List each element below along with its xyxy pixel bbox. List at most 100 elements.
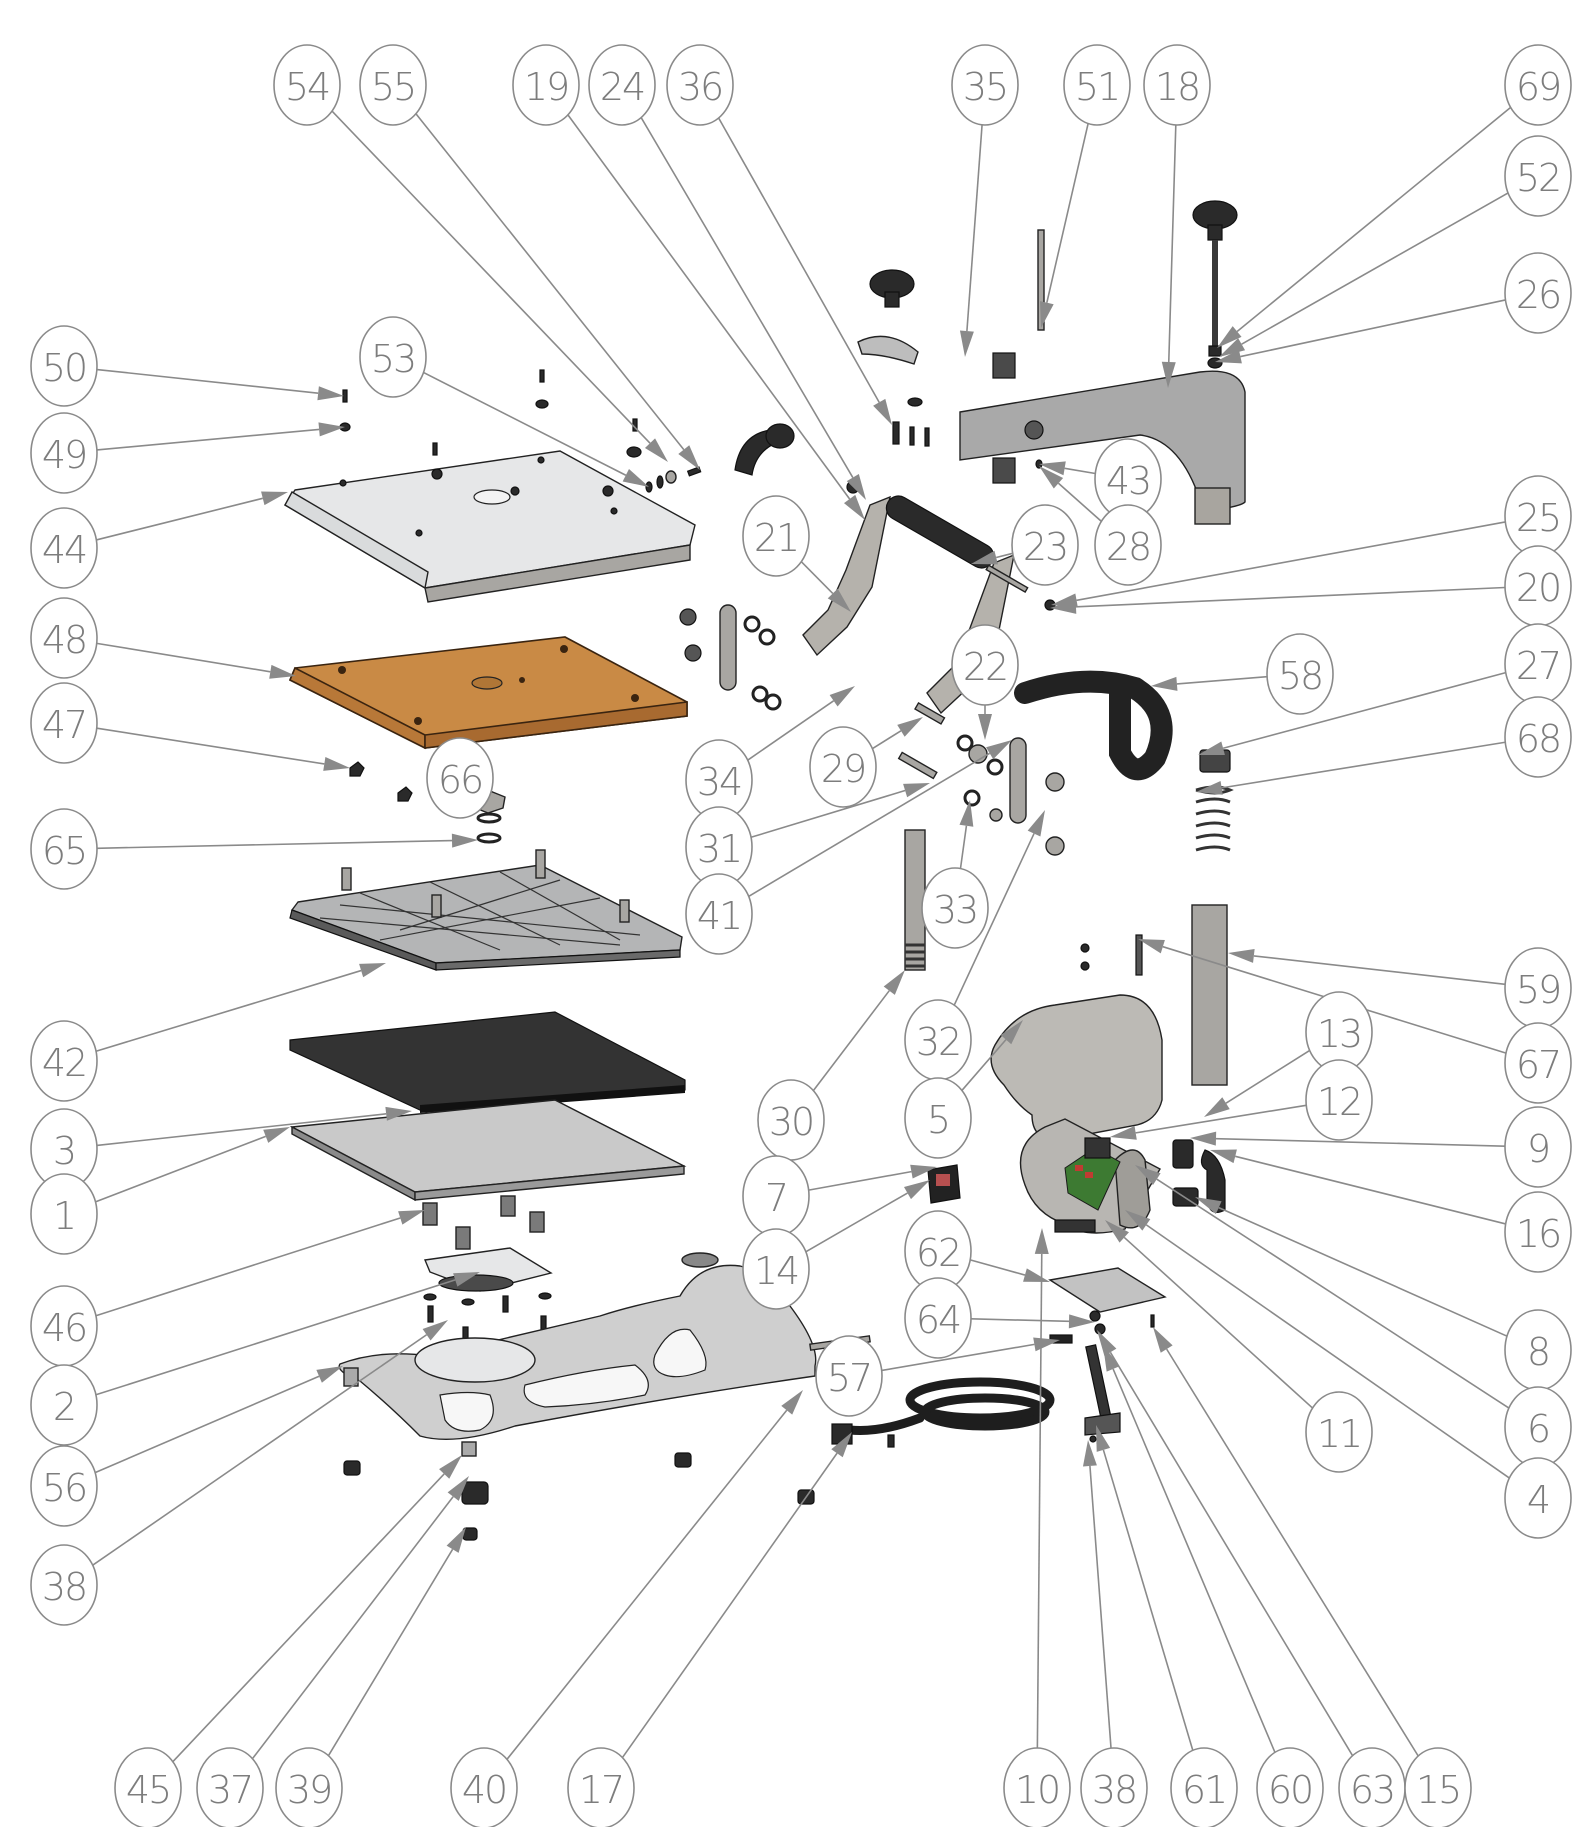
- callout-balloon-17: 17: [567, 1747, 635, 1827]
- mount-plate: [1048, 1267, 1167, 1313]
- arrowhead-icon: [1039, 461, 1066, 476]
- leader-line: [995, 552, 1013, 559]
- arrowhead-icon: [1198, 741, 1225, 756]
- callout-number: 41: [697, 894, 741, 938]
- balloon-outline: [815, 1335, 883, 1417]
- leader-line: [750, 789, 906, 839]
- callout-number: 22: [963, 645, 1007, 689]
- balloon-outline: [273, 44, 341, 126]
- leader-line: [96, 368, 319, 395]
- callout-balloon-25: 25: [1504, 475, 1572, 557]
- arrowhead-icon: [261, 491, 288, 506]
- callout-balloon-19: 19: [512, 44, 580, 126]
- arrowhead-icon: [831, 1432, 852, 1458]
- callout-balloon-14: 14: [742, 1228, 810, 1310]
- callout-number: 16: [1516, 1212, 1560, 1256]
- leader-line: [959, 825, 968, 869]
- callout-balloon-28: 28: [1094, 504, 1162, 586]
- callout-balloon-12: 12: [1305, 1059, 1373, 1141]
- leader-line: [970, 1318, 1070, 1323]
- leader-line: [1057, 482, 1102, 522]
- balloon-outline: [1011, 504, 1079, 586]
- leader-line: [640, 117, 854, 478]
- compression-spring: [1195, 785, 1234, 852]
- callout-balloon-26: 26: [1504, 252, 1572, 334]
- balloon-outline: [1305, 1059, 1373, 1141]
- callout-balloon-4: 4: [1504, 1457, 1572, 1539]
- balloon-outline: [30, 1173, 98, 1255]
- callout-number: 65: [42, 829, 86, 873]
- callout-balloon-3: 3: [30, 1108, 98, 1190]
- callout-number: 4: [1527, 1478, 1549, 1522]
- callout-balloon-57: 57: [815, 1335, 883, 1417]
- callout-balloon-51: 51: [1063, 44, 1131, 126]
- leader-line: [1123, 1236, 1314, 1409]
- arrowhead-icon: [1161, 361, 1176, 388]
- balloon-outline: [30, 1020, 98, 1102]
- callout-balloon-15: 15: [1404, 1747, 1472, 1827]
- callout-balloon-35: 35: [951, 44, 1019, 126]
- arrowhead-icon: [829, 686, 855, 707]
- callout-number: 38: [1092, 1768, 1136, 1812]
- balloon-outline: [30, 325, 98, 407]
- arrowhead-icon: [1000, 1020, 1023, 1045]
- small-hardware: [1049, 1310, 1155, 1447]
- hose: [1014, 670, 1173, 781]
- leader-line: [1145, 1224, 1510, 1479]
- leader-line: [1109, 1351, 1354, 1757]
- callout-number: 3: [53, 1129, 75, 1173]
- callout-number: 52: [1516, 156, 1560, 200]
- leader-lines: [92, 106, 1512, 1763]
- leader-line: [95, 969, 362, 1053]
- arrowhead-icon: [1138, 939, 1165, 954]
- balloon-outline: [30, 1364, 98, 1446]
- arrowhead-icon: [269, 664, 296, 679]
- arrowhead-icon: [316, 1366, 343, 1383]
- balloon-outline: [742, 495, 810, 577]
- leader-line: [1089, 1465, 1112, 1749]
- column: [1191, 904, 1228, 1086]
- balloon-outline: [904, 1277, 972, 1359]
- balloon-outline: [1266, 633, 1334, 715]
- arrowhead-icon: [1196, 780, 1223, 795]
- callout-balloon-69: 69: [1504, 44, 1572, 126]
- balloon-outline: [114, 1747, 182, 1827]
- arrowhead-icon: [1228, 948, 1255, 963]
- leader-line: [961, 1039, 1007, 1091]
- balloon-outline: [1504, 1106, 1572, 1188]
- leader-line: [1046, 123, 1089, 303]
- arrowhead-icon: [1034, 1228, 1049, 1255]
- leader-line: [1167, 124, 1177, 363]
- callout-balloon-11: 11: [1305, 1391, 1373, 1473]
- rear-shroud: [990, 994, 1163, 1141]
- arrowhead-icon: [1082, 1440, 1097, 1467]
- callout-number: 30: [769, 1100, 813, 1144]
- small-screws: [339, 369, 702, 493]
- callout-balloon-5: 5: [904, 1077, 972, 1159]
- leader-line: [812, 990, 890, 1092]
- leader-line: [747, 700, 835, 761]
- callout-balloon-47: 47: [30, 682, 98, 764]
- arrowhead-icon: [398, 1210, 425, 1225]
- bracket-screw: [1080, 943, 1090, 953]
- balloon-outline: [588, 44, 656, 126]
- callout-number: 68: [1516, 717, 1560, 761]
- callout-balloon-61: 61: [1170, 1747, 1238, 1827]
- leader-line: [1112, 1368, 1276, 1753]
- balloon-outline: [30, 1445, 98, 1527]
- callout-balloon-10: 10: [1003, 1747, 1071, 1827]
- heating-plate: [289, 1099, 687, 1250]
- balloon-outline: [30, 808, 98, 890]
- callout-number: 32: [916, 1020, 960, 1064]
- callout-number: 39: [287, 1768, 331, 1812]
- balloon-outline: [951, 44, 1019, 126]
- callout-number: 18: [1155, 65, 1199, 109]
- rubber-feet: [343, 1452, 815, 1541]
- balloon-outline: [450, 1747, 518, 1827]
- callout-number: 53: [371, 337, 415, 381]
- callout-number: 38: [42, 1565, 86, 1609]
- balloon-outline: [1003, 1747, 1071, 1827]
- link-arms: [679, 604, 1065, 856]
- balloon-outline: [809, 726, 877, 808]
- arrowhead-icon: [439, 1455, 462, 1479]
